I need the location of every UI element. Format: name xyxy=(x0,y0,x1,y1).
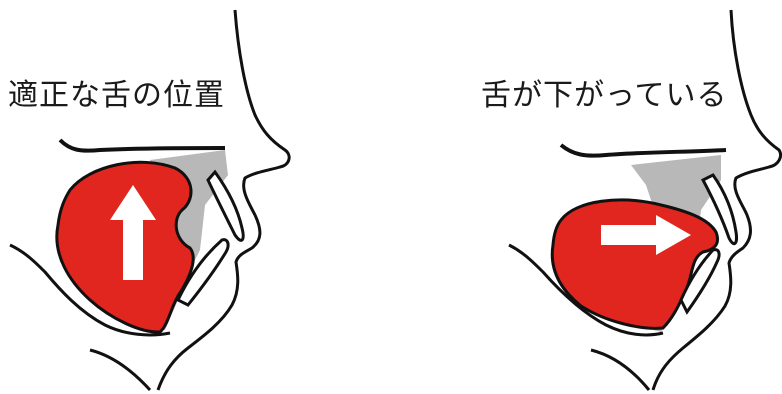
palate-line xyxy=(58,138,226,153)
tongue xyxy=(550,198,719,330)
caption-lowered-tongue: 舌が下がっている xyxy=(481,78,728,113)
panel-correct-position: 適正な舌の位置 xyxy=(8,9,291,392)
jaw-line xyxy=(9,243,171,337)
lower-teeth xyxy=(176,238,230,307)
right-arrow-icon xyxy=(601,215,691,255)
throat-line xyxy=(590,348,651,391)
jaw-line xyxy=(508,243,664,337)
face-profile xyxy=(156,9,291,391)
throat-line xyxy=(89,348,152,392)
panel-lowered-tongue: 舌が下がっている xyxy=(391,0,782,394)
up-arrow-icon xyxy=(110,185,156,280)
face-profile xyxy=(651,9,782,391)
caption-correct-position: 適正な舌の位置 xyxy=(8,78,225,113)
correct-tongue-illustration xyxy=(9,9,291,392)
upper-teeth xyxy=(700,173,738,246)
upper-teeth xyxy=(206,169,245,242)
lower-teeth xyxy=(679,248,721,315)
palate-line xyxy=(559,143,727,158)
lowered-tongue-illustration xyxy=(508,9,782,391)
